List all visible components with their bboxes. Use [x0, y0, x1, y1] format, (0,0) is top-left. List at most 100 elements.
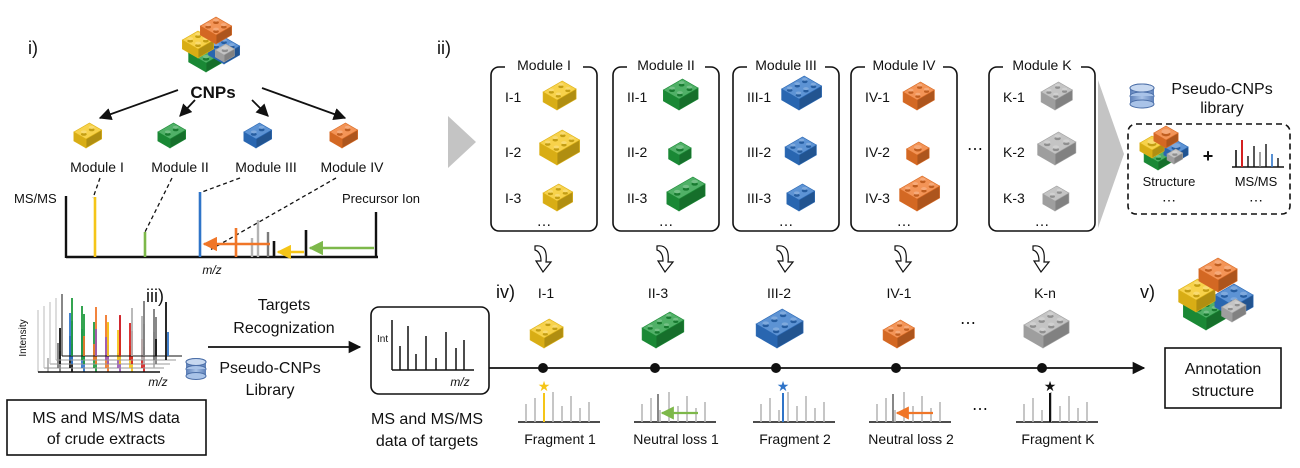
annotation-structure-box — [1164, 347, 1282, 409]
gray-brick-icon — [1023, 309, 1070, 349]
green-module-brick-icon — [157, 122, 187, 149]
gray-brick-icon — [214, 43, 236, 63]
selected-module-label: III-2 — [767, 285, 791, 301]
fragment-spectrum-5: ★ Fragment K — [1016, 378, 1098, 447]
targets-caption-line1: MS and MS/MS — [371, 411, 483, 428]
yellow-brick-icon — [542, 80, 577, 111]
section-iii-label: iii) — [146, 286, 164, 306]
selected-module-2: II-3 — [641, 285, 685, 373]
fragment-spectrum-1: ★Fragment 1 — [518, 378, 600, 447]
library-plus: + — [1203, 146, 1214, 166]
ms-ms-label: MS/MS — [14, 191, 57, 206]
module-item-label: IV-3 — [865, 190, 890, 206]
orange-brick-icon — [905, 141, 930, 166]
selected-module-1: I-1 — [529, 285, 564, 373]
yellow-brick-icon — [542, 183, 574, 212]
selected-module-label: K-n — [1034, 285, 1056, 301]
section-i-label: i) — [28, 38, 38, 58]
cnp-brick-stack — [181, 16, 241, 73]
module-bricks-row — [73, 122, 359, 149]
modules-ellipsis: ⋯ — [967, 141, 983, 158]
module-selection-arrow-icon — [534, 245, 553, 274]
cnps-label: CNPs — [190, 83, 235, 102]
blue-brick-icon — [784, 136, 818, 166]
timeline-node — [771, 363, 781, 373]
gray-brick-icon — [1220, 298, 1247, 323]
crude-extracts-box — [6, 399, 207, 456]
module-item-label: K-1 — [1003, 89, 1025, 105]
selected-module-3: III-2 — [755, 285, 804, 373]
module-title-bg — [1003, 56, 1081, 74]
module-labels-row: Module I Module II Module III Module IV — [70, 159, 384, 175]
selected-module-label: IV-1 — [887, 285, 912, 301]
fragment-label: Fragment K — [1021, 431, 1095, 447]
yellow-brick-icon — [1139, 135, 1165, 159]
module-title: Module K — [1012, 57, 1072, 73]
yellow-brick-icon — [529, 318, 564, 349]
iii-axis-label: m/z — [148, 375, 167, 389]
targets-line1: Targets — [258, 297, 310, 314]
fragment-label: Neutral loss 2 — [868, 431, 954, 447]
fragment-label: Fragment 1 — [524, 431, 596, 447]
orange-brick-icon — [882, 319, 916, 349]
module-selection-arrow-icon — [894, 245, 913, 274]
big-gray-arrow-left — [448, 116, 476, 168]
module-item-label: K-2 — [1003, 144, 1025, 160]
module-to-peak-dashes — [92, 177, 337, 251]
module-card-4: Module IV IV-1IV-2IV-3 … — [850, 56, 958, 232]
gray-brick-icon — [1036, 131, 1077, 166]
fragment-spectrum-3: ★ Fragment 2 — [753, 378, 835, 447]
star-icon: ★ — [777, 378, 790, 394]
section-ii-label: ii) — [437, 38, 451, 58]
blue-brick-icon — [755, 308, 804, 349]
yellow-brick-icon — [538, 129, 581, 166]
section-iv-label: iv) — [496, 282, 515, 302]
star-icon: ★ — [1044, 378, 1057, 394]
modules-group: Module II-1I-2I-3…Module IIII-1II-2II-3…… — [490, 56, 1096, 274]
gray-brick-icon — [1042, 185, 1070, 212]
iii-library-db-icon — [185, 358, 207, 380]
orange-module-brick-icon — [329, 122, 359, 149]
module-item-label: III-2 — [747, 144, 771, 160]
module-selection-arrow-icon — [776, 245, 795, 274]
library-structure-label: Structure — [1143, 174, 1196, 189]
annotation-line2: structure — [1192, 383, 1254, 400]
module-more-ellipsis: … — [897, 213, 912, 230]
module-item-label: I-3 — [505, 190, 522, 206]
orange-brick-icon — [199, 16, 233, 45]
orange-brick-icon — [1153, 125, 1179, 149]
iv-ellipsis-bottom: ⋯ — [972, 401, 988, 418]
green-brick-icon — [641, 311, 685, 349]
module-title: Module IV — [872, 57, 936, 73]
timeline-node — [1037, 363, 1047, 373]
module-title-bg — [627, 56, 705, 74]
module-title: Module III — [755, 57, 816, 73]
module-item-label: IV-1 — [865, 89, 890, 105]
targets-axis-label: m/z — [450, 375, 469, 389]
module-card-3: Module IIIIII-1III-2III-3… — [732, 56, 840, 232]
i-spectrum — [64, 192, 378, 260]
module-label-1: Module I — [70, 159, 124, 175]
timeline-node — [650, 363, 660, 373]
int-label: Int — [377, 334, 388, 345]
library-structure-ellipsis: ⋯ — [1162, 192, 1176, 208]
library-title-line1: Pseudo-CNPs — [1171, 81, 1272, 98]
intensity-label: Intensity — [18, 319, 29, 356]
module-more-ellipsis: … — [779, 213, 794, 230]
library-title-line2: library — [1200, 100, 1244, 117]
fragment-label: Fragment 2 — [759, 431, 831, 447]
targets-caption-line2: data of targets — [376, 433, 478, 450]
selected-module-label: I-1 — [538, 285, 555, 301]
green-brick-icon — [666, 176, 706, 212]
module-label-3: Module III — [235, 159, 296, 175]
module-more-ellipsis: … — [1035, 213, 1050, 230]
module-item-label: I-2 — [505, 144, 522, 160]
iii-library-line2: Library — [246, 382, 295, 399]
module-item-label: IV-2 — [865, 144, 890, 160]
crude-box-line1: MS and MS/MS data — [32, 410, 180, 427]
green-brick-icon — [662, 78, 699, 111]
fragment-spectrum-4: Neutral loss 2 — [868, 392, 954, 447]
module-item-label: I-1 — [505, 89, 522, 105]
module-card-2: Module IIII-1II-2II-3… — [612, 56, 720, 232]
